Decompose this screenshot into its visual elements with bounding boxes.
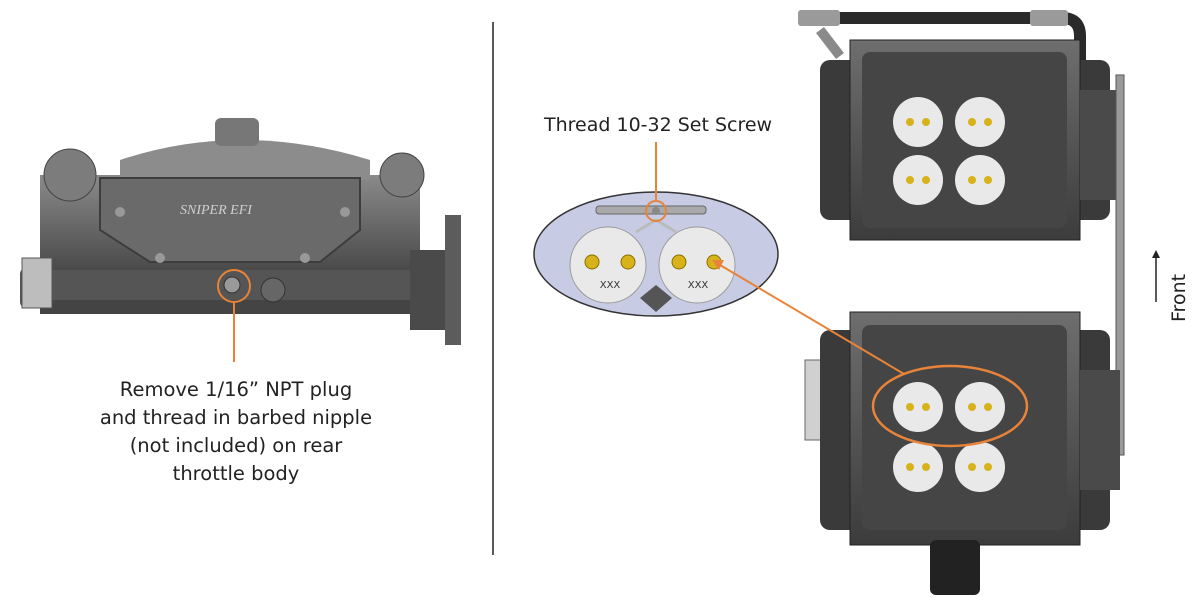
caption-line-3: (not included) on rear [129,434,343,457]
ports-callout-leader [719,264,905,375]
upper-throttle-body [820,39,1120,241]
front-arrowhead [1152,250,1160,258]
plug-instruction-caption: Remove 1/16” NPT plug and thread in barb… [96,376,376,488]
caption-line-2: and thread in barbed nipple [99,406,373,429]
fuel-hose [798,10,1086,60]
lower-throttle-body [804,311,1120,595]
ports-callout-ellipse [871,364,1029,448]
set-screw-label: Thread 10-32 Set Screw [544,114,773,136]
inset-detail [533,191,779,317]
front-direction-label: Front [1168,273,1190,322]
caption-line-1: Remove 1/16” NPT plug [119,378,353,401]
caption-line-4: throttle body [172,462,300,485]
set-screw-callout-circle [645,200,667,222]
inset-port-label-2: XXX [688,280,709,291]
logo-text: SNIPER EFI [180,203,253,218]
side-view-throttle-body [20,118,461,345]
ports-callout-arrowhead [712,260,724,270]
inset-port-label-1: XXX [600,280,621,291]
